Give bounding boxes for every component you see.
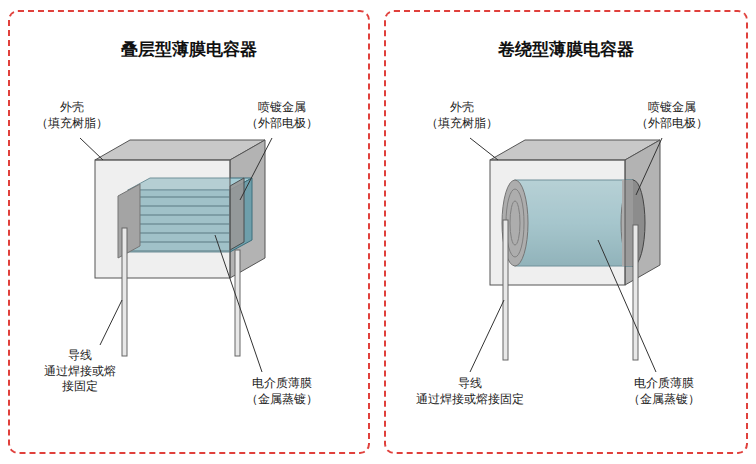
part-label: 喷镀金属 （外部电极）	[234, 100, 330, 131]
part-label: 外壳 （填充树脂）	[30, 100, 114, 131]
part-label: 导线 通过焊接或熔接固定	[43, 348, 117, 395]
part-label: 喷镀金属 （外部电极）	[624, 100, 720, 131]
panel-title: 卷绕型薄膜电容器	[386, 38, 746, 61]
panel-title: 叠层型薄膜电容器	[10, 38, 368, 61]
wound-capacitor	[470, 138, 662, 372]
part-label: 导线 通过焊接或熔接固定	[405, 376, 535, 407]
stacked-capacitor	[80, 138, 272, 372]
part-label: 外壳 （填充树脂）	[420, 100, 504, 131]
part-label: 电介质薄膜 （金属蒸镀）	[614, 376, 714, 407]
part-label: 电介质薄膜 （金属蒸镀）	[232, 376, 332, 407]
